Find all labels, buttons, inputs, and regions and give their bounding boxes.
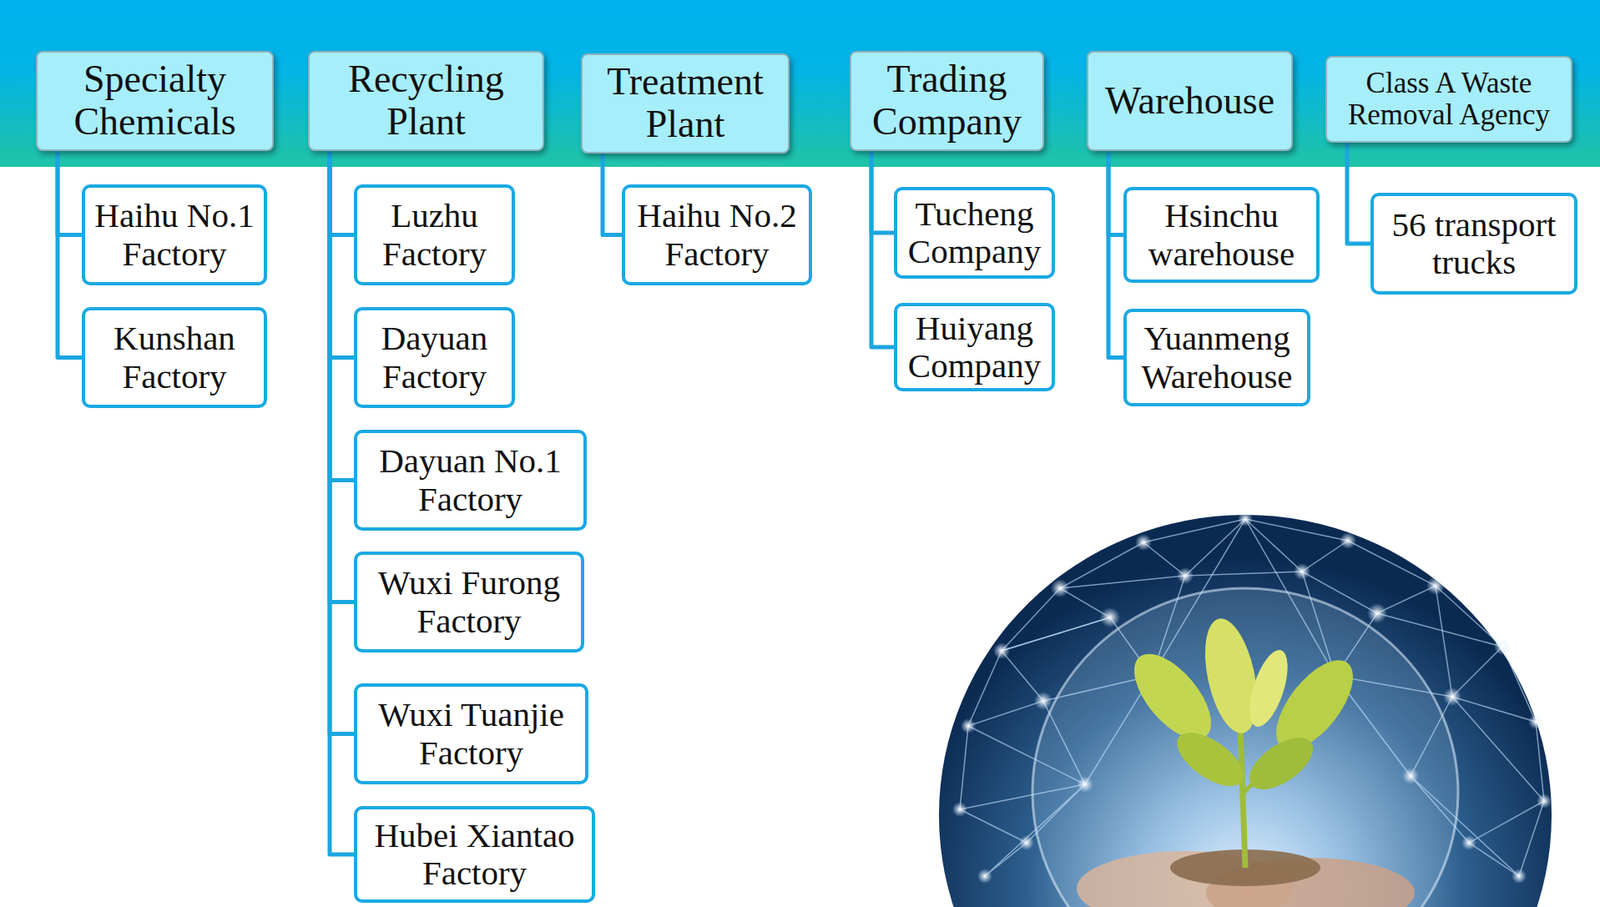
site-box: Wuxi Furong Factory <box>353 551 585 653</box>
tree-connector <box>329 151 354 236</box>
box-label: Trading Company <box>858 58 1036 143</box>
dome <box>1032 588 1459 907</box>
box-label: Treatment Plant <box>589 60 782 146</box>
tree-connector <box>57 151 82 236</box>
site-box: Haihu No.1 Factory <box>81 184 268 286</box>
box-label: Class A Waste Removal Agency <box>1333 67 1565 132</box>
site-box: Huiyang Company <box>893 302 1055 392</box>
site-box: Wuxi Tuanjie Factory <box>353 683 589 785</box>
network-lines <box>959 519 1545 877</box>
tree-connector <box>329 151 354 481</box>
globe-illustration <box>934 509 1600 907</box>
box-label: Recycling Plant <box>316 58 536 143</box>
box-label: Haihu No.1 Factory <box>90 196 259 273</box>
box-label: Kunshan Factory <box>90 319 259 395</box>
tree-connector <box>1108 151 1124 359</box>
category-box: Warehouse <box>1086 50 1293 152</box>
category-box: Specialty Chemicals <box>35 50 274 152</box>
box-label: Huiyang Company <box>902 309 1047 385</box>
tree-connector <box>57 151 82 359</box>
sprout <box>1120 614 1368 869</box>
box-label: Dayuan No.1 Factory <box>362 442 579 518</box>
category-box: Class A Waste Removal Agency <box>1325 55 1573 143</box>
box-label: Dayuan Factory <box>362 319 507 395</box>
tree-connector <box>329 151 354 359</box>
site-box: Hsinchu warehouse <box>1123 186 1320 283</box>
box-label: Tucheng Company <box>902 195 1047 271</box>
tree-connector <box>871 151 894 233</box>
tree-connector <box>329 151 354 735</box>
site-box: Yuanmeng Warehouse <box>1123 308 1311 407</box>
tree-connector <box>602 153 622 236</box>
category-box: Treatment Plant <box>580 53 790 154</box>
site-box: Tucheng Company <box>893 186 1055 279</box>
box-label: Wuxi Furong Factory <box>362 564 576 640</box>
tree-connector <box>1347 142 1371 244</box>
tree-connector <box>329 151 354 603</box>
network-dots <box>952 511 1552 884</box>
box-label: Haihu No.2 Factory <box>630 196 804 273</box>
category-box: Trading Company <box>849 50 1045 152</box>
globe <box>938 514 1552 907</box>
site-box: Dayuan Factory <box>353 307 515 409</box>
tree-connector <box>871 151 894 348</box>
box-label: Hubei Xiantao Factory <box>362 817 587 893</box>
box-label: 56 transport trucks <box>1378 206 1570 282</box>
box-label: Warehouse <box>1105 80 1275 123</box>
box-label: Hsinchu warehouse <box>1131 196 1312 273</box>
site-box: 56 transport trucks <box>1370 192 1578 295</box>
tree-connector <box>1108 151 1124 236</box>
tree-connector <box>329 151 354 855</box>
box-label: Wuxi Tuanjie Factory <box>362 696 581 772</box>
site-box: Luzhu Factory <box>353 184 515 286</box>
site-box: Hubei Xiantao Factory <box>353 806 596 904</box>
box-label: Luzhu Factory <box>362 196 507 273</box>
site-box: Haihu No.2 Factory <box>621 184 813 286</box>
site-box: Dayuan No.1 Factory <box>353 429 587 531</box>
box-label: Specialty Chemicals <box>44 58 266 143</box>
box-label: Yuanmeng Warehouse <box>1131 319 1303 395</box>
site-box: Kunshan Factory <box>81 307 268 409</box>
category-box: Recycling Plant <box>307 50 545 152</box>
